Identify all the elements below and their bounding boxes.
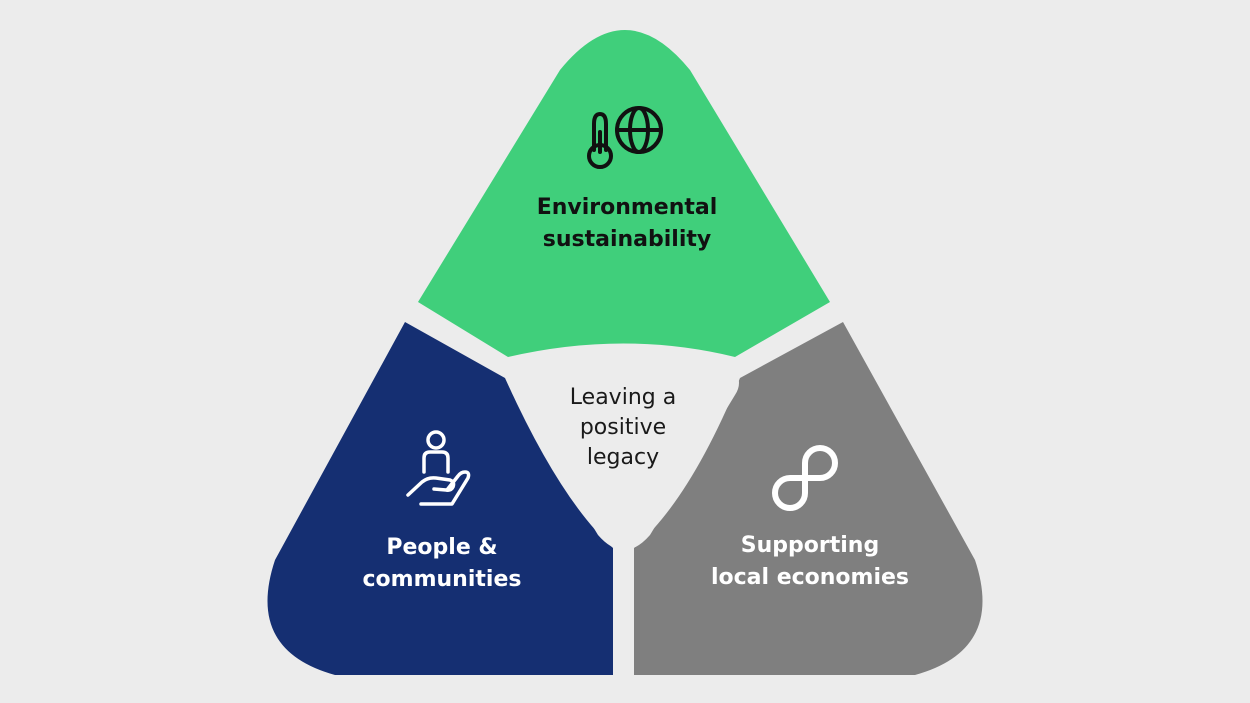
label-environment-line-1: Environmental <box>536 195 718 220</box>
segment-economy <box>634 322 983 675</box>
label-environment: Environmental sustainability <box>482 192 772 256</box>
segment-people <box>267 322 613 675</box>
label-center-line-2: positive <box>579 415 667 440</box>
label-people-line-2: communities <box>362 567 522 592</box>
infinity-loop-icon <box>772 445 838 511</box>
thermometer-globe-icon <box>587 106 663 169</box>
label-people-line-1: People & <box>386 535 498 560</box>
label-center-line-3: legacy <box>586 445 660 470</box>
label-environment-line-2: sustainability <box>542 227 712 252</box>
segment-environment <box>418 30 830 357</box>
label-people: People & communities <box>322 532 562 596</box>
label-center-line-1: Leaving a <box>569 385 677 410</box>
label-economy-line-2: local economies <box>710 565 910 590</box>
person-hand-icon <box>406 430 471 506</box>
label-center: Leaving a positive legacy <box>528 383 718 473</box>
label-economy: Supporting local economies <box>680 530 940 594</box>
label-economy-line-1: Supporting <box>740 533 880 558</box>
center-hub <box>510 347 739 550</box>
